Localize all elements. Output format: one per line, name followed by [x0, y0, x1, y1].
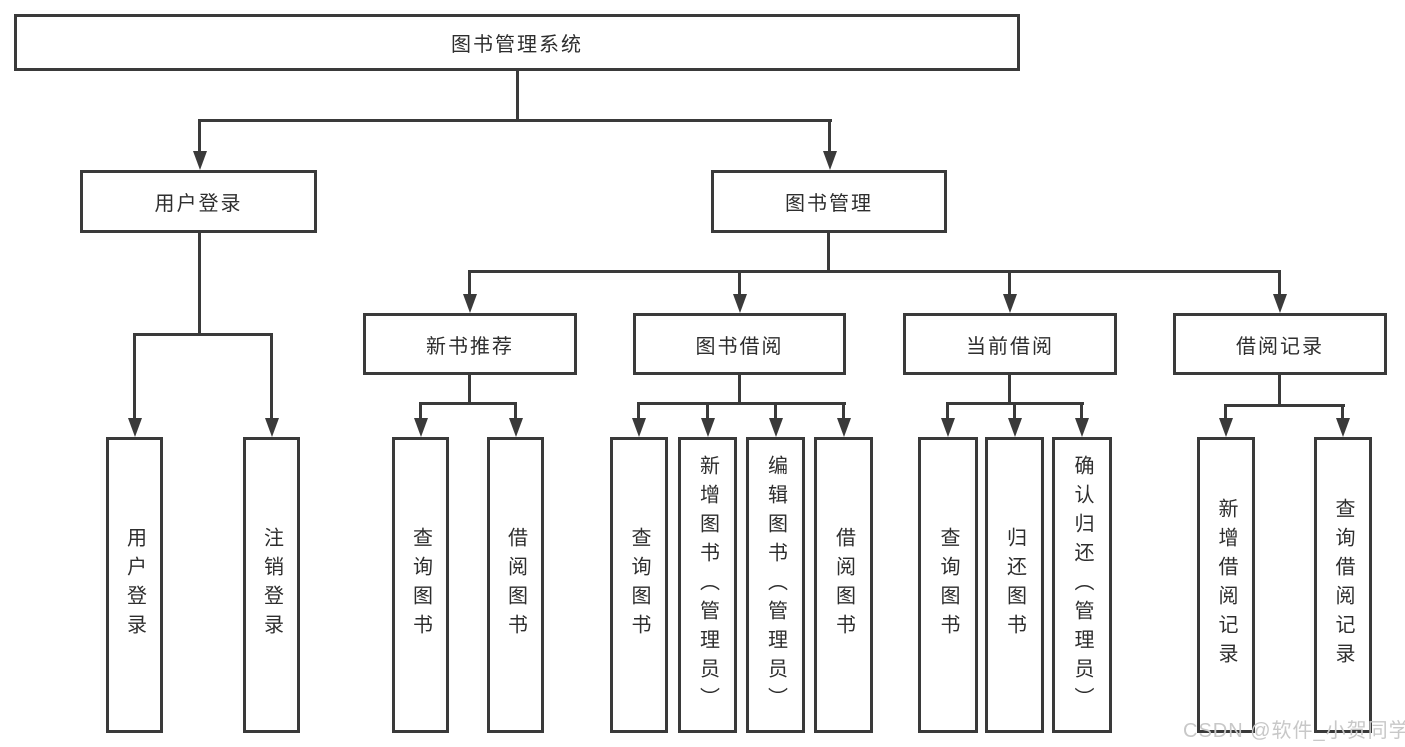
leaf-user-login: 用户登录	[106, 437, 163, 733]
arrow-down-icon	[941, 418, 955, 437]
node-label: 用户登录	[123, 527, 146, 643]
leaf-record-add-record: 新增借阅记录	[1197, 437, 1255, 733]
leaf-current-query-book: 查询图书	[918, 437, 978, 733]
node-label: 编辑图书（管理员）	[764, 454, 787, 716]
node-label: 当前借阅	[966, 335, 1054, 358]
arrow-down-icon	[414, 418, 428, 437]
csdn-watermark: CSDN @软件_小贺同学	[1183, 720, 1405, 742]
connector-l2-hbar	[468, 270, 1281, 273]
connector-userlogin-stub-2	[270, 333, 273, 420]
connector-borrowrecord-stub-2	[1341, 404, 1344, 420]
arrow-down-icon	[1336, 418, 1350, 437]
node-library-system: 图书管理系统	[14, 14, 1020, 71]
node-label: 图书管理系统	[451, 34, 583, 56]
connector-newbook-hbar	[419, 402, 517, 405]
connector-newbook-stub-1	[419, 402, 422, 420]
connector-borrowrecord-stem	[1278, 375, 1281, 407]
arrow-down-icon	[265, 418, 279, 437]
leaf-borrow-edit-book-admin: 编辑图书（管理员）	[746, 437, 805, 733]
arrow-down-icon	[823, 151, 837, 170]
arrow-down-icon	[1273, 294, 1287, 313]
arrow-down-icon	[733, 294, 747, 313]
arrow-down-icon	[1008, 418, 1022, 437]
connector-userlogin-stem	[198, 232, 201, 336]
arrow-down-icon	[1003, 294, 1017, 313]
leaf-newbook-query-book: 查询图书	[392, 437, 449, 733]
node-label: 查询图书	[628, 527, 650, 643]
node-current-borrow: 当前借阅	[903, 313, 1117, 375]
arrow-down-icon	[128, 418, 142, 437]
connector-bookborrow-stem	[738, 375, 741, 405]
node-label: 注销登录	[260, 527, 283, 643]
connector-bookmgmt-stem	[827, 232, 830, 273]
leaf-current-return-book: 归还图书	[985, 437, 1044, 733]
leaf-borrow-query-book: 查询图书	[610, 437, 668, 733]
arrow-down-icon	[632, 418, 646, 437]
node-label: 借阅图书	[832, 527, 855, 643]
node-label: 用户登录	[154, 193, 243, 215]
arrow-down-icon	[193, 151, 207, 170]
connector-newbook-stem	[468, 375, 471, 405]
node-label: 新书推荐	[426, 335, 514, 358]
node-label: 确认归还（管理员）	[1071, 454, 1093, 716]
node-new-book-recommend: 新书推荐	[363, 313, 577, 375]
node-label: 新增图书（管理员）	[696, 454, 719, 716]
arrow-down-icon	[701, 418, 715, 437]
connector-userlogin-stub-1	[133, 333, 136, 420]
connector-newbook-stub-2	[514, 402, 517, 420]
leaf-current-confirm-return-admin: 确认归还（管理员）	[1052, 437, 1112, 733]
node-label: 新增借阅记录	[1215, 498, 1237, 672]
leaf-borrow-borrow-book: 借阅图书	[814, 437, 873, 733]
arrow-down-icon	[837, 418, 851, 437]
connector-borrowrecord-stub-1	[1224, 404, 1227, 420]
connector-bookborrow-stub-2	[706, 402, 709, 420]
node-label: 图书借阅	[695, 335, 784, 358]
connector-borrowrecord-hbar	[1224, 404, 1345, 407]
connector-bookborrow-stub-3	[774, 402, 777, 420]
connector-bookborrow-stub-1	[637, 402, 640, 420]
node-label: 查询图书	[409, 527, 432, 643]
node-user-login: 用户登录	[80, 170, 317, 233]
connector-currentborrow-stub-3	[1080, 402, 1083, 420]
node-label: 查询图书	[937, 527, 959, 643]
arrow-down-icon	[463, 294, 477, 313]
connector-l2-stub-3	[1008, 270, 1011, 297]
connector-l2-stub-4	[1278, 270, 1281, 297]
node-label: 图书管理	[785, 193, 873, 215]
leaf-newbook-borrow-book: 借阅图书	[487, 437, 544, 733]
leaf-logout: 注销登录	[243, 437, 300, 733]
node-label: 借阅记录	[1236, 335, 1324, 358]
connector-currentborrow-stem	[1008, 375, 1011, 405]
leaf-record-query-record: 查询借阅记录	[1314, 437, 1372, 733]
connector-currentborrow-stub-2	[1013, 402, 1016, 420]
connector-bookborrow-hbar	[637, 402, 846, 405]
node-label: 查询借阅记录	[1332, 498, 1354, 672]
node-label: 归还图书	[1003, 527, 1026, 643]
node-book-borrow: 图书借阅	[633, 313, 846, 375]
connector-root-stem	[516, 70, 519, 122]
connector-userlogin-hbar	[133, 333, 273, 336]
connector-bookborrow-stub-4	[842, 402, 845, 420]
node-label: 借阅图书	[504, 527, 527, 643]
connector-l1-stub-left	[198, 119, 201, 156]
arrow-down-icon	[769, 418, 783, 437]
arrow-down-icon	[1219, 418, 1233, 437]
arrow-down-icon	[509, 418, 523, 437]
connector-l1-stub-right	[828, 119, 831, 156]
arrow-down-icon	[1075, 418, 1089, 437]
connector-l2-stub-1	[468, 270, 471, 297]
connector-l2-stub-2	[738, 270, 741, 297]
connector-currentborrow-stub-1	[946, 402, 949, 420]
node-borrow-record: 借阅记录	[1173, 313, 1387, 375]
leaf-borrow-add-book-admin: 新增图书（管理员）	[678, 437, 737, 733]
node-book-management: 图书管理	[711, 170, 947, 233]
connector-l1-hbar	[198, 119, 832, 122]
